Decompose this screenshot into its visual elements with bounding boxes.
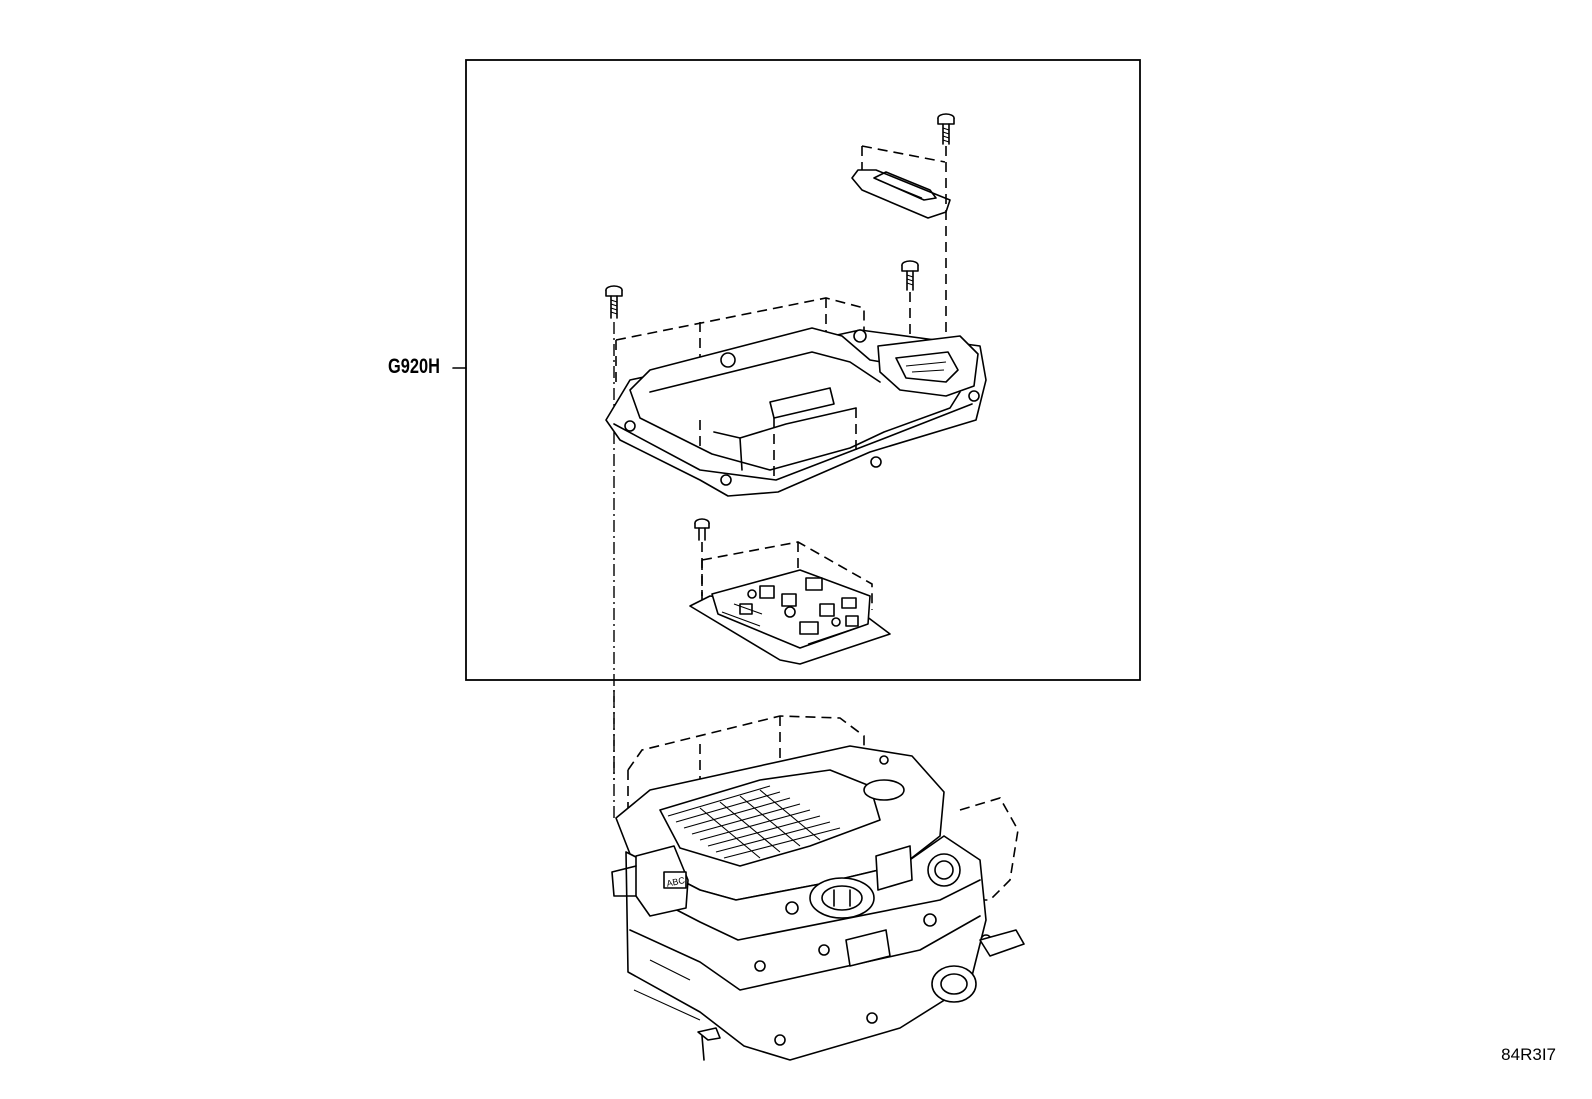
- connector-tag: ABC: [666, 875, 687, 889]
- part-group-label: G920H: [388, 355, 440, 378]
- bolt-middle-right: [901, 260, 919, 360]
- inverter-assembly: ABC: [611, 715, 1025, 1061]
- bolt-top-right: [937, 113, 955, 360]
- inverter-cover: [605, 297, 987, 497]
- diagram-reference-code: 84R3I7: [1501, 1045, 1556, 1064]
- circuit-board: [689, 541, 891, 665]
- gasket-plate: [851, 145, 951, 219]
- assembly-frame: [465, 59, 1141, 681]
- bolt-board: [694, 518, 710, 600]
